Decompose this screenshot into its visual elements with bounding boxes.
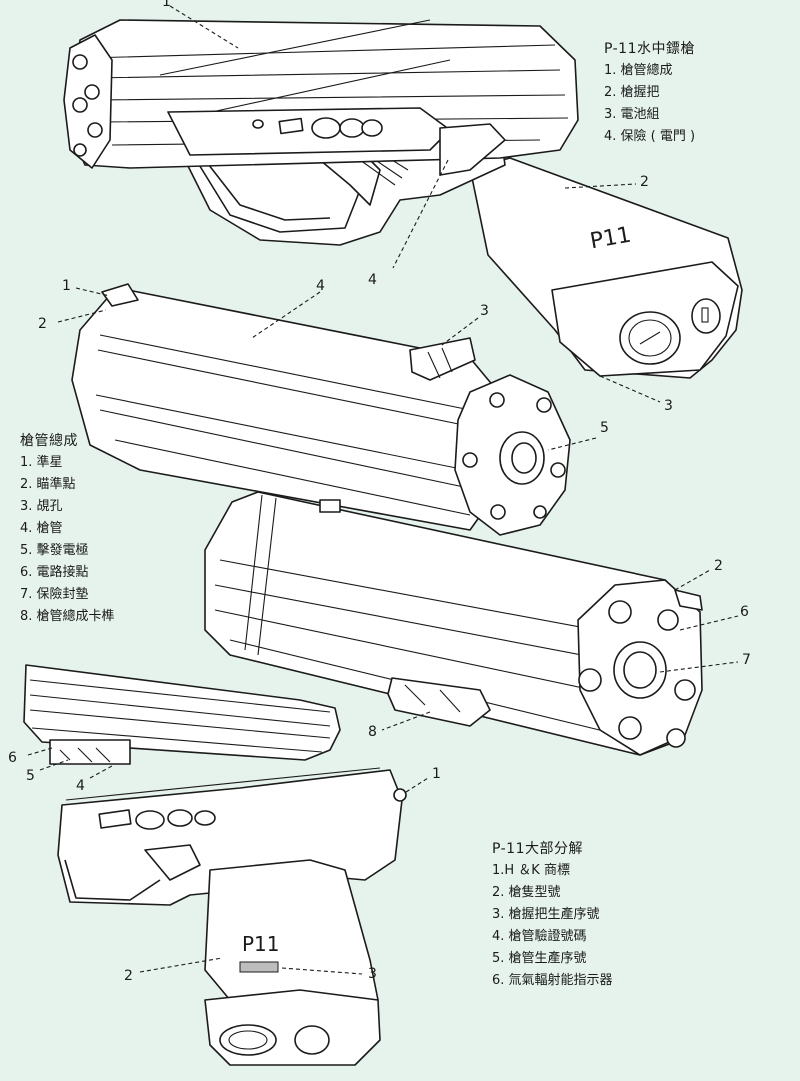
legend-barrel-title: 槍管總成	[20, 433, 78, 449]
legend-overview-title: P-11水中鏢槍	[604, 41, 696, 57]
callout-10: 2	[714, 558, 723, 574]
legend-barrel: 槍管總成 1. 準星 2. 瞄準點 3. 覘孔 4. 槍管 5. 擊發電極 6.…	[20, 430, 115, 628]
legend-overview-item: 2. 槍握把	[604, 85, 660, 100]
callout-4: 4	[368, 272, 377, 288]
legend-overview-item: 4. 保險 ( 電門 )	[604, 129, 696, 144]
front-sight	[101, 283, 139, 307]
serial-plate	[239, 961, 279, 973]
pistol-assembled	[63, 5, 743, 403]
legend-barrel-item: 3. 覘孔	[20, 499, 63, 514]
callout-19: 3	[368, 966, 377, 982]
callout-18: 2	[124, 968, 133, 984]
trigger-guard	[189, 149, 361, 233]
legend-breakdown: P-11大部分解 1.H ＆K 商標 2. 槍隻型號 3. 槍握把生產序號 4.…	[492, 838, 613, 992]
lower-trigger	[144, 844, 201, 881]
lower-trigger-guard	[64, 859, 161, 901]
legend-barrel-item: 8. 槍管總成卡榫	[20, 609, 115, 624]
legend-breakdown-item: 6. 氚氣輻射能指示器	[492, 973, 613, 988]
legend-overview: P-11水中鏢槍 1. 槍管總成 2. 槍握把 3. 電池組 4. 保險 ( 電…	[604, 38, 695, 148]
callout-9: 5	[600, 420, 609, 436]
pistol-breakdown	[23, 664, 429, 1066]
callout-11: 6	[740, 604, 749, 620]
callout-7: 4	[316, 278, 325, 294]
safety-switch	[439, 123, 506, 176]
legend-barrel-item: 6. 電路接點	[20, 565, 89, 580]
barrel-latch	[387, 677, 491, 727]
legend-overview-item: 1. 槍管總成	[604, 63, 673, 78]
callout-12: 7	[742, 652, 751, 668]
callout-14: 6	[8, 750, 17, 766]
rear-sight	[409, 337, 476, 381]
callout-6: 2	[38, 316, 47, 332]
barrel-rear-view	[204, 491, 739, 756]
legend-overview-item: 3. 電池組	[604, 107, 660, 122]
legend-breakdown-item: 5. 槍管生產序號	[492, 951, 587, 966]
callout-8: 3	[480, 303, 489, 319]
legend-barrel-item: 4. 槍管	[20, 521, 63, 536]
barrel-tube	[71, 289, 506, 531]
legend-barrel-item: 2. 瞄準點	[20, 477, 76, 492]
legend-breakdown-title: P-11大部分解	[492, 841, 584, 857]
hk-logo	[393, 788, 407, 802]
callout-2: 2	[640, 174, 649, 190]
callout-16: 4	[76, 778, 85, 794]
aim-point	[674, 589, 703, 611]
lower-grip	[204, 859, 379, 1011]
barrel-side-view	[57, 283, 597, 536]
callout-5: 1	[62, 278, 71, 294]
callout-17: 1	[432, 766, 441, 782]
legend-breakdown-item: 3. 槍握把生產序號	[492, 907, 600, 922]
legend-barrel-item: 5. 擊發電極	[20, 543, 89, 558]
upper-slide	[23, 664, 341, 761]
callout-1: 1	[162, 0, 171, 10]
callout-15: 5	[26, 768, 35, 784]
legend-barrel-item: 7. 保險封墊	[20, 587, 89, 602]
battery-contact	[691, 298, 721, 334]
legend-breakdown-item: 2. 槍隻型號	[492, 885, 561, 900]
legend-barrel-item: 1. 準星	[20, 455, 63, 470]
callout-13: 8	[368, 724, 377, 740]
legend-breakdown-item: 4. 槍管驗證號碼	[492, 929, 587, 944]
grip-marking-bottom: P11	[242, 932, 280, 956]
legend-breakdown-item: 1.H ＆K 商標	[492, 863, 570, 878]
selector-plate	[167, 107, 451, 156]
callout-3: 3	[664, 398, 673, 414]
